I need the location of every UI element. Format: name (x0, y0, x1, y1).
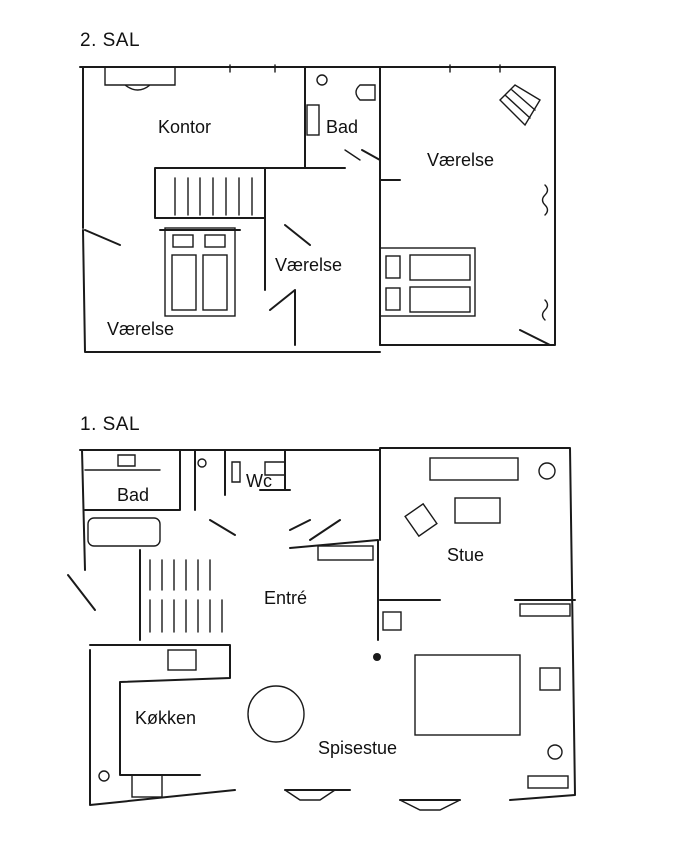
sink (316, 74, 328, 86)
floor-title-1-sal: 1. SAL (80, 414, 141, 435)
butterfly-chair (499, 84, 541, 127)
dining-table (247, 685, 305, 743)
room-label-vaerelse-west: Værelse (107, 319, 174, 339)
room-label-kokken: Køkken (135, 708, 196, 728)
stue-shelf (519, 603, 571, 617)
window-ticks (229, 64, 501, 73)
room-label-kontor: Kontor (158, 117, 211, 137)
sofa (429, 457, 519, 481)
floor-plan-1-sal: Bad Wc Stue Entré Køkken Spisestue (67, 447, 576, 811)
wall-bad (84, 449, 236, 536)
wall-middle (84, 217, 551, 346)
stove (131, 774, 163, 798)
kitchen-sink (167, 649, 197, 671)
desk (104, 66, 176, 91)
door-swing-bath (344, 149, 361, 161)
room-label-bad: Bad (326, 117, 358, 137)
dining-rug (414, 654, 521, 736)
floor-title-2-sal: 2. SAL (80, 30, 141, 51)
outer-walls (79, 66, 556, 353)
coffee-table (454, 497, 501, 524)
lamp (538, 462, 556, 480)
sink (197, 458, 207, 468)
wall-entre (289, 519, 379, 641)
room-label-vaerelse-middle: Værelse (275, 255, 342, 275)
stairs (149, 559, 223, 633)
room-label-entre: Entré (264, 588, 307, 608)
room-label-spisestue: Spisestue (318, 738, 397, 758)
bathtub (87, 517, 161, 547)
plant (547, 744, 563, 760)
side-table (539, 667, 561, 691)
outer-walls (67, 447, 576, 806)
entre-bench (317, 545, 374, 561)
toilet (355, 84, 376, 101)
bath-cabinet (306, 104, 320, 136)
room-label-stue: Stue (447, 545, 484, 565)
bed-double-1 (164, 227, 236, 317)
bay-windows (284, 789, 461, 811)
room-label-wc: Wc (246, 471, 272, 491)
kitchen-bin (98, 770, 110, 782)
bad-counter (84, 454, 161, 471)
wall-vaerelse-right (379, 66, 401, 346)
room-label-bad: Bad (117, 485, 149, 505)
wc-toilet (231, 461, 286, 483)
wall-stue (379, 449, 576, 601)
radiator (541, 184, 549, 321)
floor-plan-2-sal: Kontor Bad Værelse Værelse Værelse (79, 64, 556, 353)
bed-double-2 (379, 247, 476, 317)
stairs (174, 177, 253, 216)
wall-kontor (154, 167, 306, 219)
column (373, 653, 381, 661)
armchair (404, 502, 438, 538)
fireplace (382, 611, 402, 631)
wall-bath-bottom (304, 149, 381, 169)
room-label-vaerelse-east: Værelse (427, 150, 494, 170)
sideboard (527, 775, 569, 789)
